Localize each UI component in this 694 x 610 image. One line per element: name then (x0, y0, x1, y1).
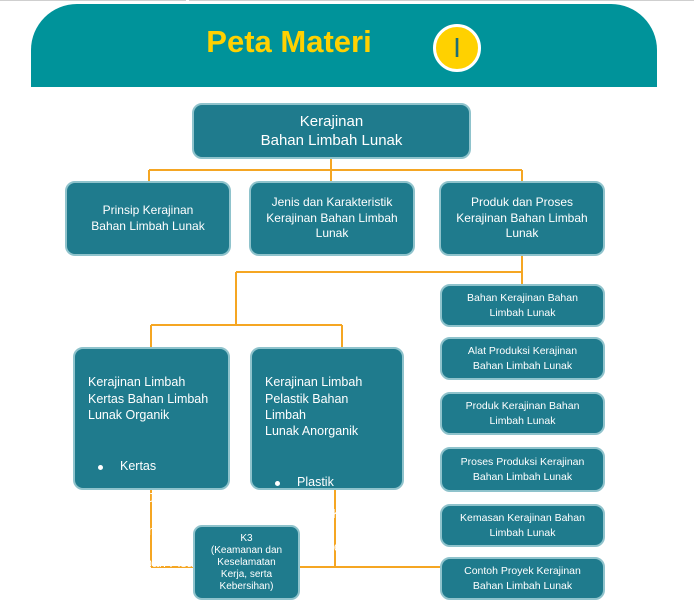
node-proses-produksi: Proses Produksi Kerajinan Bahan Limbah L… (440, 447, 605, 492)
list-item: Kotak Kemasan (275, 506, 390, 522)
header-band: Peta Materi I (31, 4, 657, 87)
list-item: Kain Perca (275, 539, 390, 555)
list-item: Jerami (98, 523, 216, 539)
node-jenis-karakteristik: Jenis dan Karakteristik Kerajinan Bahan … (249, 181, 415, 256)
node-limbah-organik: Kerajinan Limbah Kertas Bahan Limbah Lun… (73, 347, 230, 570)
node-limbah-organik-title: Kerajinan Limbah Kertas Bahan Limbah Lun… (88, 375, 209, 422)
node-k3: K3 (Keamanan dan Keselamatan Kerja, sert… (193, 525, 300, 600)
top-border-left (0, 0, 186, 1)
node-produk-proses: Produk dan Proses Kerajinan Bahan Limbah… (439, 181, 605, 256)
node-limbah-anorganik: Kerajinan Limbah Pelastik Bahan Limbah L… (250, 347, 404, 554)
chapter-numeral-badge: I (433, 24, 481, 72)
anorganik-material-list: Plastik Kotak Kemasan Kain Perca (265, 458, 390, 572)
node-contoh-proyek: Contoh Proyek Kerajinan Bahan Limbah Lun… (440, 557, 605, 600)
list-item: Kulit Jagung (98, 490, 216, 506)
node-bahan-kerajinan: Bahan Kerajinan Bahan Limbah Lunak (440, 284, 605, 327)
node-prinsip: Prinsip Kerajinan Bahan Limbah Lunak (65, 181, 231, 256)
top-border-right (189, 0, 694, 1)
node-alat-produksi: Alat Produksi Kerajinan Bahan Limbah Lun… (440, 337, 605, 380)
list-item: Kertas (98, 458, 216, 474)
node-produk-kerajinan: Produk Kerajinan Bahan Limbah Lunak (440, 392, 605, 435)
node-limbah-anorganik-title: Kerajinan Limbah Pelastik Bahan Limbah L… (265, 375, 363, 438)
node-kemasan: Kemasan Kerajinan Bahan Limbah Lunak (440, 504, 605, 547)
list-item: Plastik (275, 474, 390, 490)
page-title: Peta Materi (206, 24, 372, 59)
root-node: Kerajinan Bahan Limbah Lunak (192, 103, 471, 159)
